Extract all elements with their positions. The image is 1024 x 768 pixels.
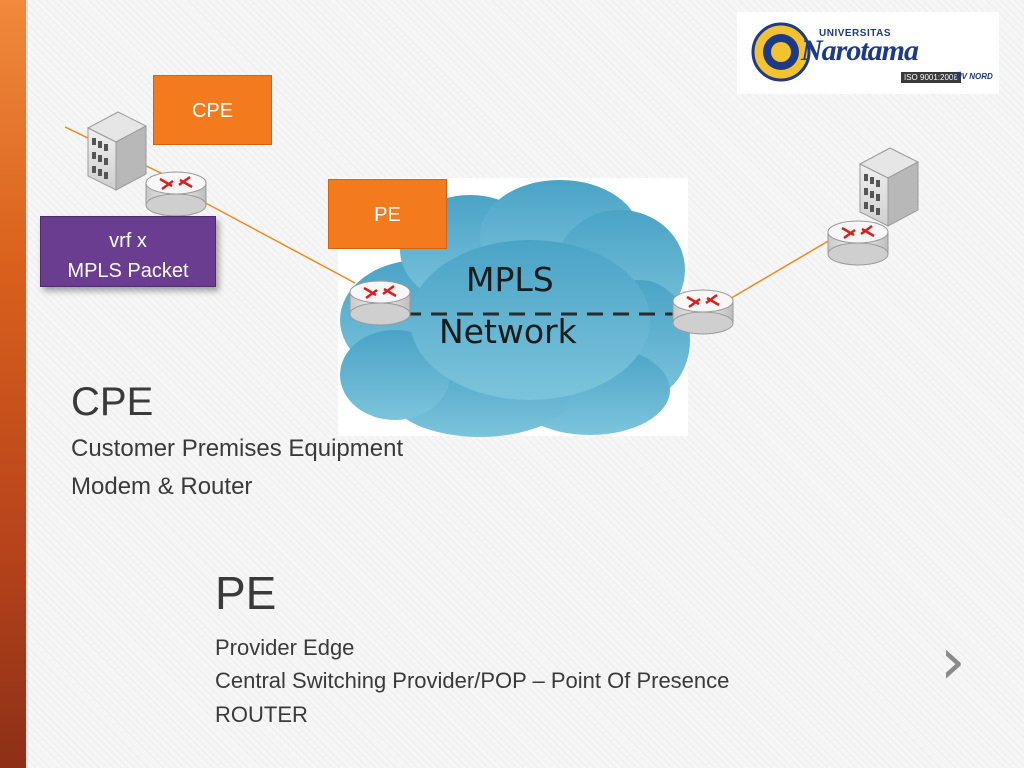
logo-small-text: UNIVERSITAS (819, 28, 891, 39)
pe-label-box: PE (328, 179, 447, 249)
router-icon (349, 280, 411, 326)
pe-description-2: Central Switching Provider/POP – Point O… (215, 668, 730, 693)
server-icon (86, 111, 148, 191)
university-logo: UNIVERSITAS Narotama ISO 9001:2008 TÜV N… (737, 12, 999, 94)
pe-description-3: ROUTER (215, 702, 308, 727)
mpls-cloud-icon (338, 178, 690, 437)
cpe-description-1: Customer Premises Equipment (71, 435, 404, 462)
cloud-title-line1: MPLS (466, 260, 554, 299)
vrf-label: vrf x (109, 230, 147, 252)
server-icon (858, 147, 920, 227)
cpe-heading: CPE (71, 380, 154, 424)
mpls-packet-label: MPLS Packet (67, 260, 189, 282)
router-icon (827, 220, 889, 266)
side-accent-bar (0, 0, 28, 768)
cpe-description-2: Modem & Router (71, 473, 253, 500)
link-cpe-pe (199, 199, 356, 284)
router-icon (672, 289, 734, 335)
logo-name-text: Narotama (801, 34, 919, 67)
chevron-right-icon[interactable]: › (940, 625, 966, 699)
pe-description-1: Provider Edge (215, 635, 355, 660)
link-pe-remote (727, 236, 836, 301)
university-seal-icon (751, 22, 811, 82)
vrf-packet-box: vrf x MPLS Packet (40, 216, 216, 287)
logo-tuv-text: TÜV NORD (951, 72, 993, 81)
pe-heading: PE (215, 567, 277, 619)
router-icon (145, 171, 207, 217)
logo-iso-badge: ISO 9001:2008 (901, 72, 961, 83)
cloud-title-line2: Network (439, 312, 577, 351)
cpe-label-box: CPE (153, 75, 272, 145)
